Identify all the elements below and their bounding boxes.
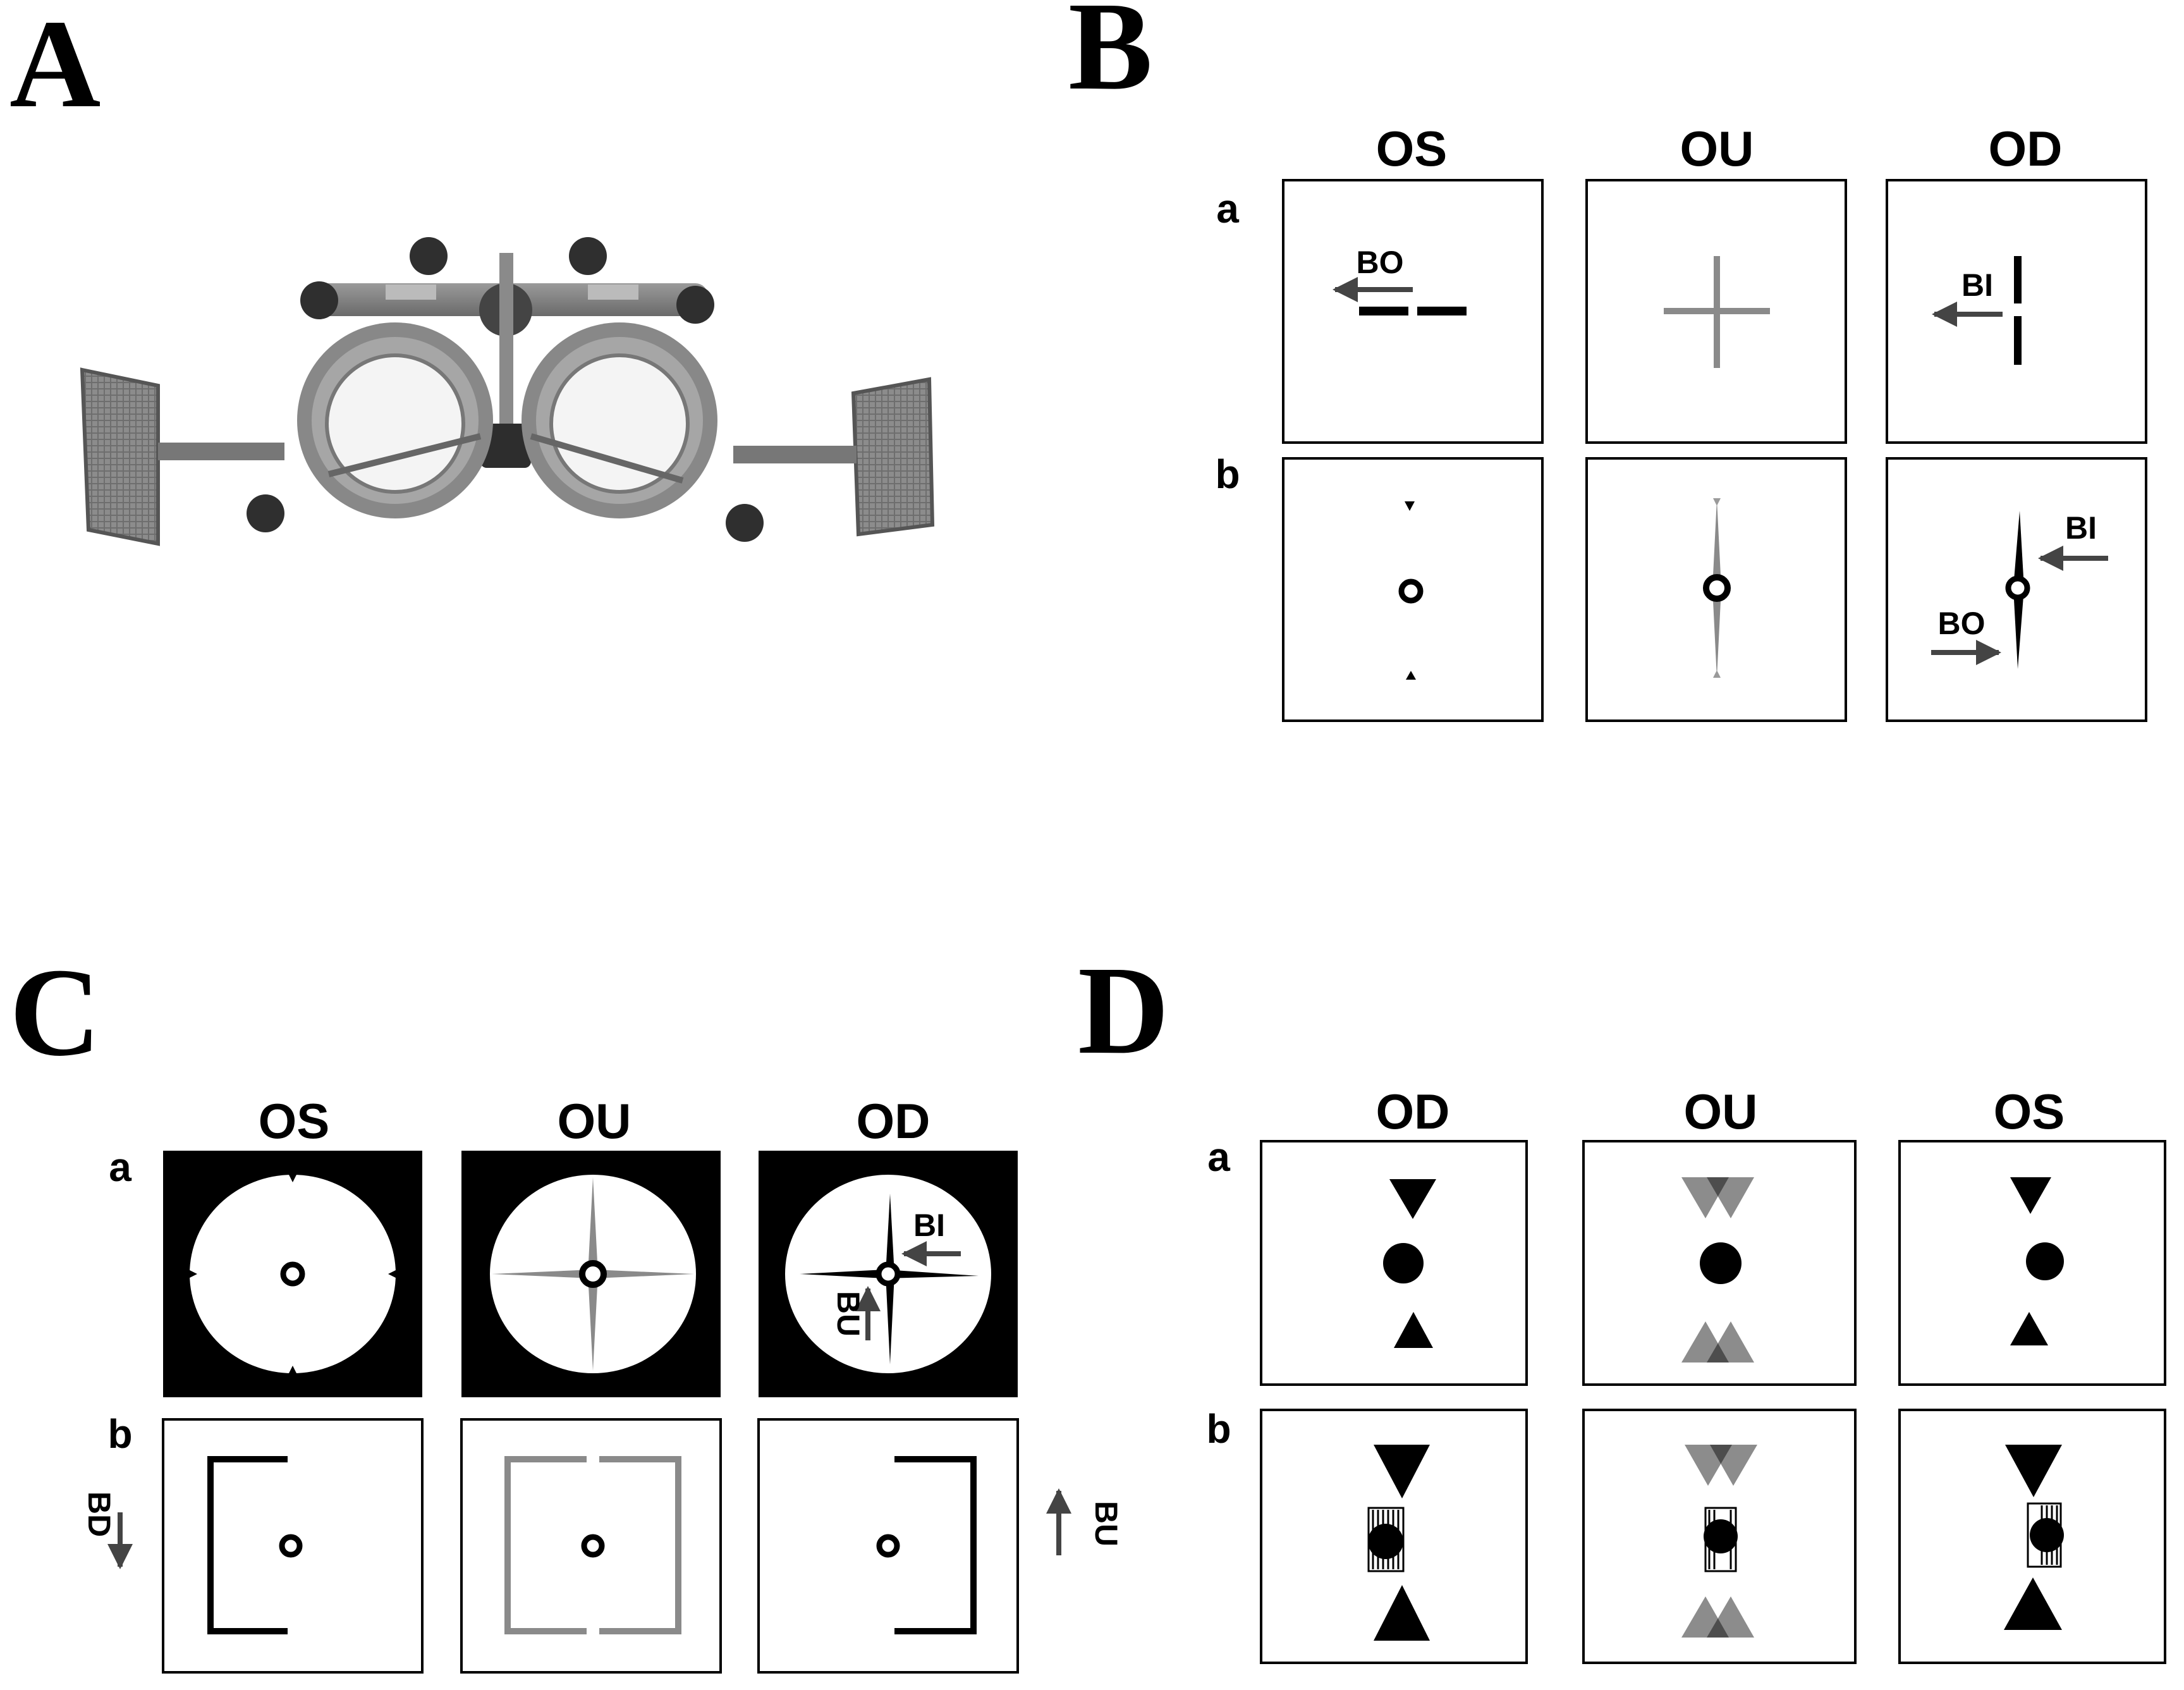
bi-label: BI <box>2065 510 2097 546</box>
bi-label: BI <box>1961 267 1993 303</box>
b-a-ou-box <box>1585 179 1847 444</box>
right-bracket <box>894 1456 977 1634</box>
knob <box>410 237 448 275</box>
b-b-od-box <box>1886 457 2147 722</box>
triangle-down <box>2010 1177 2051 1214</box>
c-b-ou-box <box>460 1418 722 1674</box>
knob <box>676 286 714 324</box>
row-label-d-a: a <box>1207 1134 1230 1180</box>
triangle-down-marker <box>1405 501 1415 511</box>
c-b-od-box <box>757 1418 1019 1674</box>
column-label-d-od: OD <box>1376 1084 1450 1139</box>
d-b-od-box <box>1260 1409 1528 1664</box>
bu-label: BU <box>831 1291 866 1337</box>
row-label-b-b: b <box>1215 451 1240 497</box>
d-b-os-box <box>1898 1409 2166 1664</box>
gray-left-bracket <box>504 1456 587 1634</box>
fixation-dot <box>2026 1242 2064 1280</box>
c-b-os-box <box>162 1418 424 1674</box>
row-label-b-a: a <box>1216 186 1239 231</box>
fixation-ring <box>1703 574 1731 602</box>
triangle-down <box>1389 1179 1436 1219</box>
column-label-c-os: OS <box>259 1093 330 1149</box>
bo-label: BO <box>1357 245 1404 280</box>
panel-letter-a: A <box>9 0 101 134</box>
bu-label: BU <box>1089 1501 1124 1546</box>
fixation-ring <box>581 1534 605 1558</box>
fixation-dot <box>1368 1524 1403 1559</box>
b-b-os-box <box>1282 457 1544 722</box>
column-label-c-od: OD <box>857 1093 930 1149</box>
fixation-ring <box>876 1534 900 1558</box>
fixation-dot <box>1704 1519 1738 1553</box>
bd-label: BD <box>82 1491 117 1537</box>
trial-frame-photo <box>80 237 935 546</box>
b-b-ou-box <box>1585 457 1847 722</box>
triangle-up <box>1394 1312 1433 1348</box>
d-a-od-box <box>1260 1140 1528 1386</box>
fixation-dot <box>2030 1518 2064 1552</box>
left-bracket <box>207 1456 288 1634</box>
triangle-down <box>2005 1445 2062 1497</box>
fixation-ring <box>1398 579 1424 604</box>
d-a-ou-box <box>1582 1140 1857 1386</box>
knob <box>726 504 764 542</box>
triangle-up <box>2010 1312 2048 1345</box>
panel-letter-c: C <box>9 943 101 1082</box>
panel-letter-d: D <box>1078 941 1169 1081</box>
right-side-shield <box>851 377 935 537</box>
triangle-up <box>1374 1585 1430 1641</box>
triangle-down <box>1374 1445 1430 1498</box>
column-label-b-od: OD <box>1989 121 2063 176</box>
bo-label: BO <box>1938 606 1986 641</box>
column-label-b-os: OS <box>1376 121 1448 176</box>
b-a-os-box <box>1282 179 1544 444</box>
row-label-d-b: b <box>1206 1406 1231 1452</box>
triangle-up <box>2004 1577 2062 1630</box>
fixation-dot <box>1383 1243 1424 1283</box>
knob <box>569 237 607 275</box>
d-a-os-box <box>1898 1140 2166 1386</box>
row-label-c-b: b <box>107 1411 132 1457</box>
row-label-c-a: a <box>109 1144 131 1190</box>
fixation-dot <box>1700 1242 1742 1284</box>
fixation-ring <box>279 1534 303 1558</box>
column-label-b-ou: OU <box>1680 121 1754 176</box>
knob <box>300 281 338 319</box>
fixation-ring <box>280 1261 305 1287</box>
fixation-ring <box>875 1261 901 1287</box>
b-a-od-box <box>1886 179 2147 444</box>
column-label-d-os: OS <box>1994 1084 2065 1139</box>
d-b-ou-box <box>1582 1409 1857 1664</box>
gray-right-bracket <box>599 1456 681 1634</box>
bi-label: BI <box>913 1208 945 1243</box>
column-label-d-ou: OU <box>1684 1084 1758 1139</box>
fixation-ring <box>2005 575 2030 601</box>
left-side-shield <box>80 367 160 546</box>
fixation-ring <box>579 1260 607 1288</box>
column-label-c-ou: OU <box>558 1093 631 1149</box>
triangle-up-marker <box>1406 671 1416 680</box>
panel-letter-b: B <box>1068 0 1152 116</box>
knob <box>247 494 284 532</box>
